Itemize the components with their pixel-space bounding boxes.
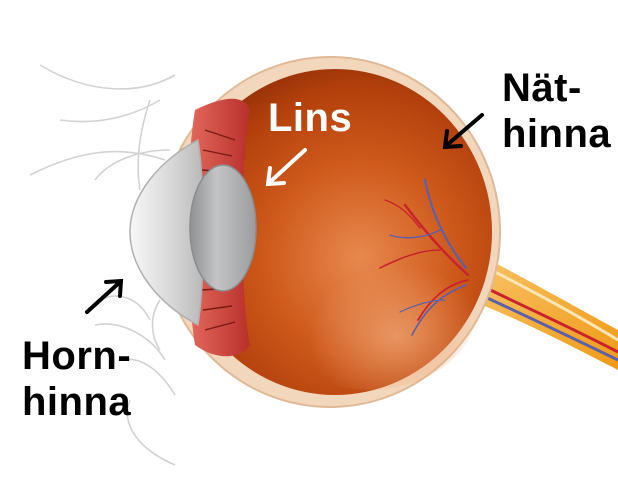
label-retina: Nät- hinna bbox=[502, 65, 611, 157]
label-retina-line-1: Nät- bbox=[502, 65, 611, 111]
label-retina-line-2: hinna bbox=[502, 111, 611, 157]
eyeball-highlight bbox=[260, 210, 480, 390]
label-cornea-line-2: hinna bbox=[22, 379, 131, 425]
label-lens: Lins bbox=[268, 95, 352, 141]
label-cornea: Horn- hinna bbox=[22, 333, 131, 425]
label-cornea-line-1: Horn- bbox=[22, 333, 131, 379]
label-lens-line-1: Lins bbox=[268, 95, 352, 141]
lens bbox=[190, 165, 256, 291]
